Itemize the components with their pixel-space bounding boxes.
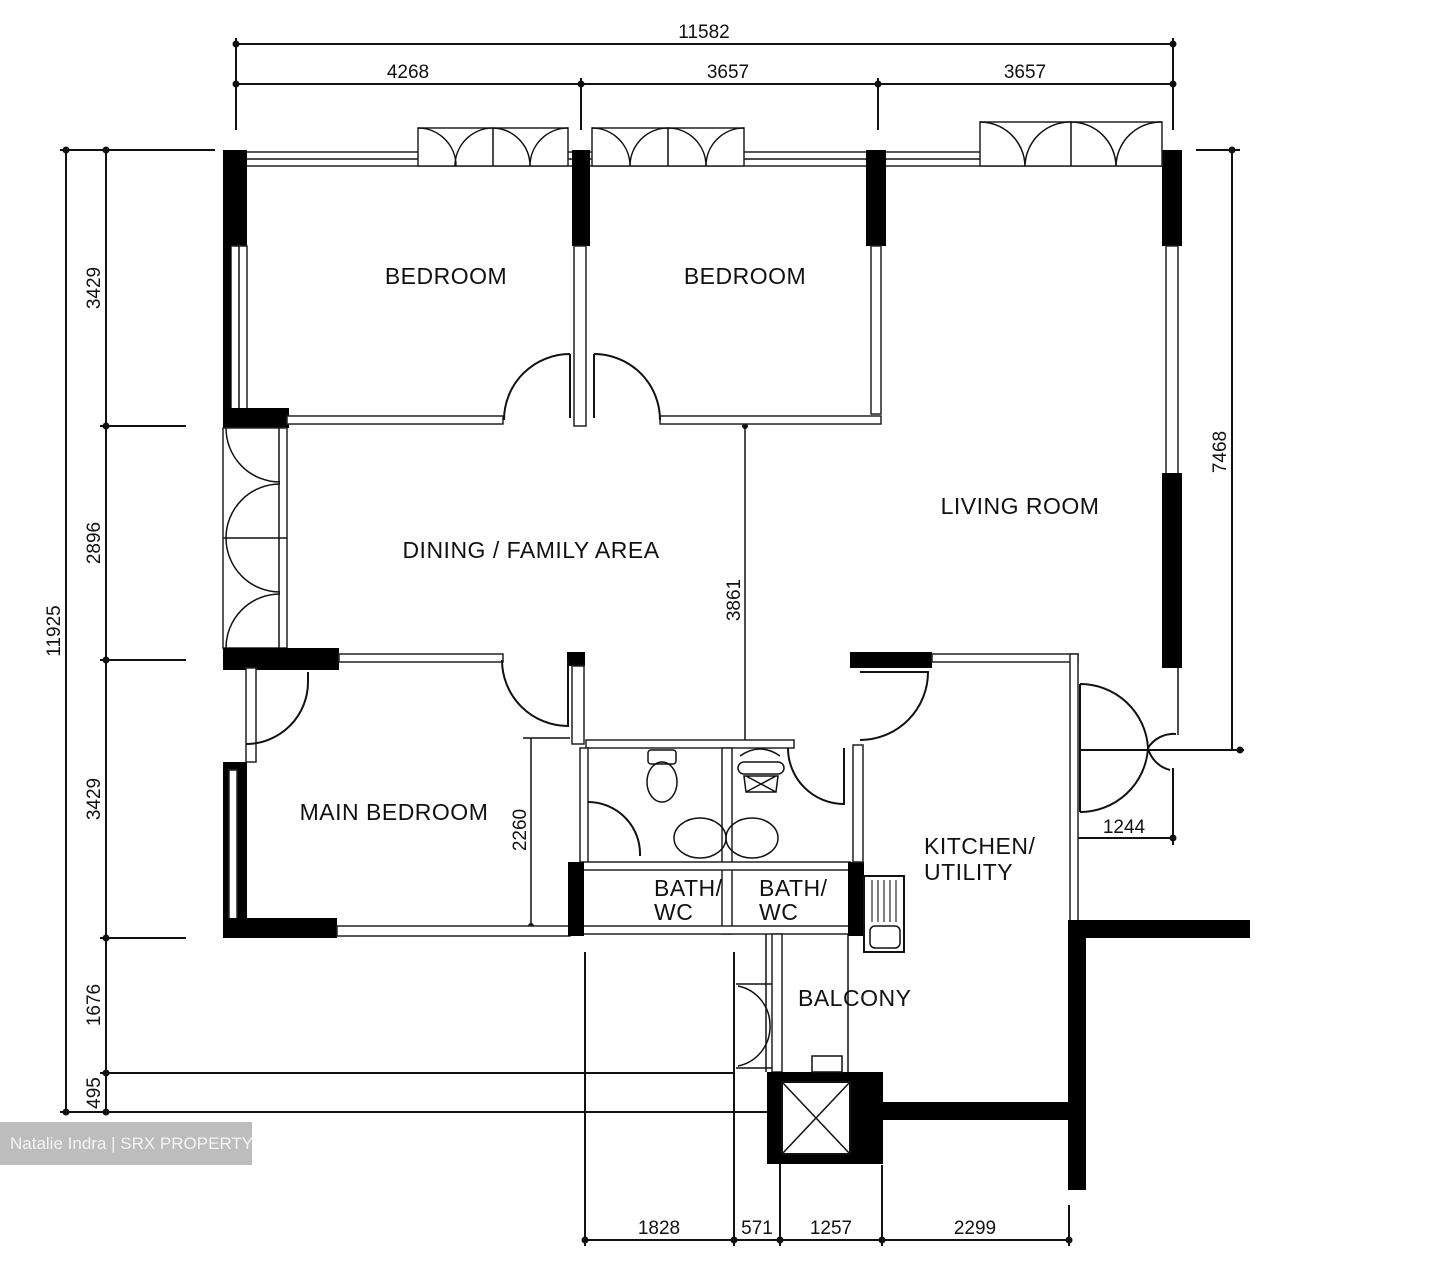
dim-main-bedroom-inner: 2260	[510, 809, 531, 851]
dim-left-seg-5: 495	[84, 1077, 105, 1109]
dim-top-seg-1: 4268	[387, 62, 429, 83]
door-bath-1	[587, 801, 642, 857]
window-bedroom-1	[417, 127, 569, 167]
room-label-bath-2-line2: WC	[759, 899, 798, 925]
door-balcony-store	[736, 983, 772, 1069]
room-label-kitchen-line1: KITCHEN/	[924, 833, 1035, 859]
dim-bottom-seg-2: 571	[741, 1218, 773, 1239]
dimension-main-bedroom: 2260	[510, 737, 570, 929]
dimension-top: 11582 4268 3657 3657	[232, 22, 1177, 130]
door-kitchen	[859, 671, 930, 741]
door-bath-2	[787, 747, 845, 806]
door-main-bedroom	[501, 659, 569, 728]
dimension-bottom: 1828 571 1257 2299	[581, 952, 1073, 1246]
dim-left-overall: 11925	[44, 605, 65, 656]
dim-top-overall: 11582	[678, 22, 729, 43]
room-label-bedroom-1: BEDROOM	[385, 263, 507, 289]
window-bedroom-2	[591, 127, 745, 167]
dim-left-seg-4: 1676	[84, 984, 105, 1026]
room-label-bath-2-line1: BATH/	[759, 875, 828, 901]
room-label-living-room: LIVING ROOM	[941, 493, 1100, 519]
dim-left-seg-2: 2896	[84, 522, 105, 564]
door-main-bedroom-side	[245, 672, 309, 745]
service-shaft-icon	[781, 1055, 851, 1155]
dim-dining-depth: 3861	[724, 579, 745, 621]
dim-bottom-seg-4: 2299	[954, 1218, 996, 1239]
dim-entrance-width: 1244	[1103, 817, 1146, 838]
dim-left-seg-1: 3429	[84, 267, 105, 309]
watermark: Natalie Indra | SRX PROPERTY	[0, 1122, 253, 1165]
dimension-left: 11925 3429 2896 3429 1676 495	[44, 146, 780, 1116]
room-label-balcony: BALCONY	[798, 985, 911, 1011]
window-living	[979, 121, 1163, 167]
door-entrance-main	[1079, 682, 1150, 814]
door-bedroom-1	[503, 353, 571, 421]
dim-bottom-seg-1: 1828	[638, 1218, 680, 1239]
dim-bottom-seg-3: 1257	[810, 1218, 852, 1239]
walls	[222, 150, 1250, 1190]
room-labels: BEDROOM BEDROOM LIVING ROOM DINING / FAM…	[300, 263, 1100, 1011]
dimension-dining-depth: 3861	[724, 423, 748, 742]
dim-top-seg-3: 3657	[1004, 62, 1046, 83]
toilet-icon	[646, 749, 678, 803]
doors	[245, 121, 1177, 1069]
room-label-bath-1-line1: BATH/	[654, 875, 723, 901]
kitchen-sink-icon	[863, 875, 905, 953]
dimension-right: 7468 1244	[1070, 146, 1244, 845]
dim-right-living: 7468	[1210, 431, 1231, 473]
room-label-kitchen-line2: UTILITY	[924, 859, 1013, 885]
dim-top-seg-2: 3657	[707, 62, 749, 83]
dim-left-seg-3: 3429	[84, 778, 105, 820]
door-entrance-gate	[1146, 732, 1177, 771]
basin-icon	[673, 748, 785, 859]
room-label-dining-family: DINING / FAMILY AREA	[402, 537, 659, 563]
room-label-bath-1-line2: WC	[654, 899, 693, 925]
room-label-main-bedroom: MAIN BEDROOM	[300, 799, 489, 825]
room-label-bedroom-2: BEDROOM	[684, 263, 806, 289]
door-bedroom-2	[593, 353, 661, 421]
